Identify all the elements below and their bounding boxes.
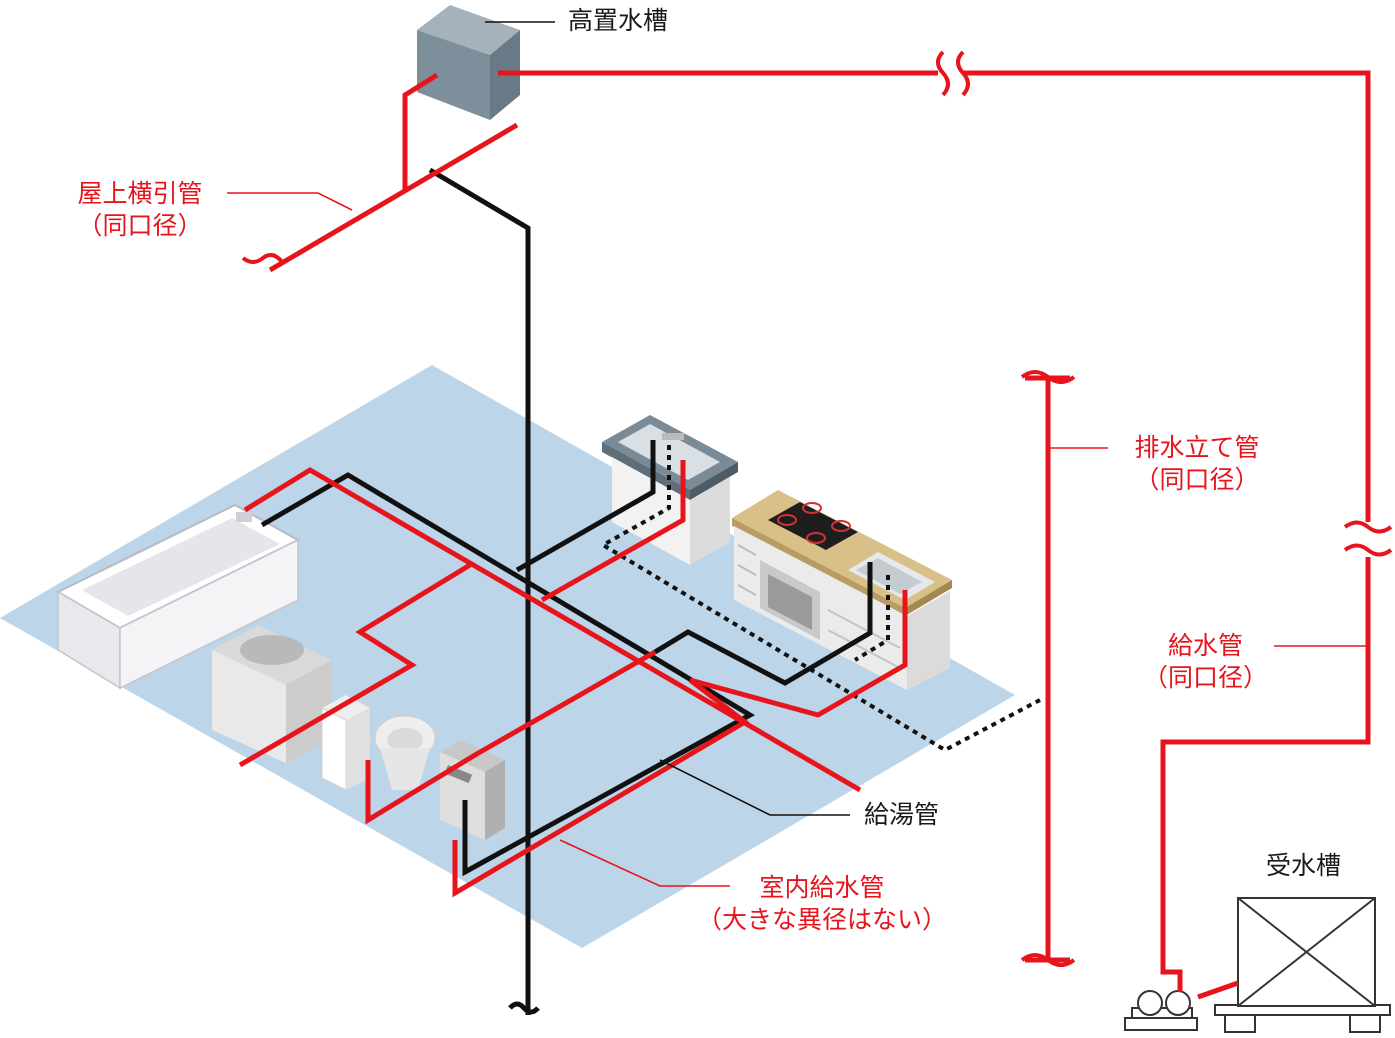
bathtub xyxy=(55,503,301,690)
drain-riser-label: 排水立て管 （同口径） xyxy=(1112,432,1282,496)
water-supply-pipes xyxy=(238,70,1371,1000)
roof-pipe-label: 屋上横引管 （同口径） xyxy=(56,178,224,242)
water-heater xyxy=(440,740,505,840)
leader-lines xyxy=(227,21,1368,887)
supply-pipe-label-line1: 給水管 xyxy=(1167,631,1243,660)
indoor-pipe-label: 室内給水管 （大きな異径はない） xyxy=(672,872,972,936)
indoor-pipe-label-line2: （大きな異径はない） xyxy=(696,905,947,934)
floor-plane xyxy=(0,365,1015,948)
kitchen-counter xyxy=(732,490,952,690)
hot-water-pipe-label: 給湯管 xyxy=(864,800,940,829)
roof-pipe-label-line1: 屋上横引管 xyxy=(77,179,203,208)
toilet xyxy=(321,695,436,791)
drain-riser-label-line2: （同口径） xyxy=(1134,465,1260,494)
elevated-tank-label: 高置水槽 xyxy=(568,6,669,35)
pipe-break-marks xyxy=(241,50,1393,967)
drain-pipes xyxy=(599,445,1041,753)
washing-machine xyxy=(212,625,332,763)
drain-riser-label-line1: 排水立て管 xyxy=(1134,433,1260,462)
pump xyxy=(1124,990,1198,1031)
supply-pipe-label: 給水管 （同口径） xyxy=(1138,630,1273,694)
supply-pipe-label-line2: （同口径） xyxy=(1142,663,1268,692)
receiving-tank xyxy=(1214,897,1391,1033)
elevated-tank xyxy=(417,5,520,120)
indoor-pipe-label-line1: 室内給水管 xyxy=(759,873,885,902)
receiving-tank-label: 受水槽 xyxy=(1266,851,1342,880)
roof-pipe-label-line2: （同口径） xyxy=(77,211,203,240)
hot-water-pipes xyxy=(260,167,873,1015)
